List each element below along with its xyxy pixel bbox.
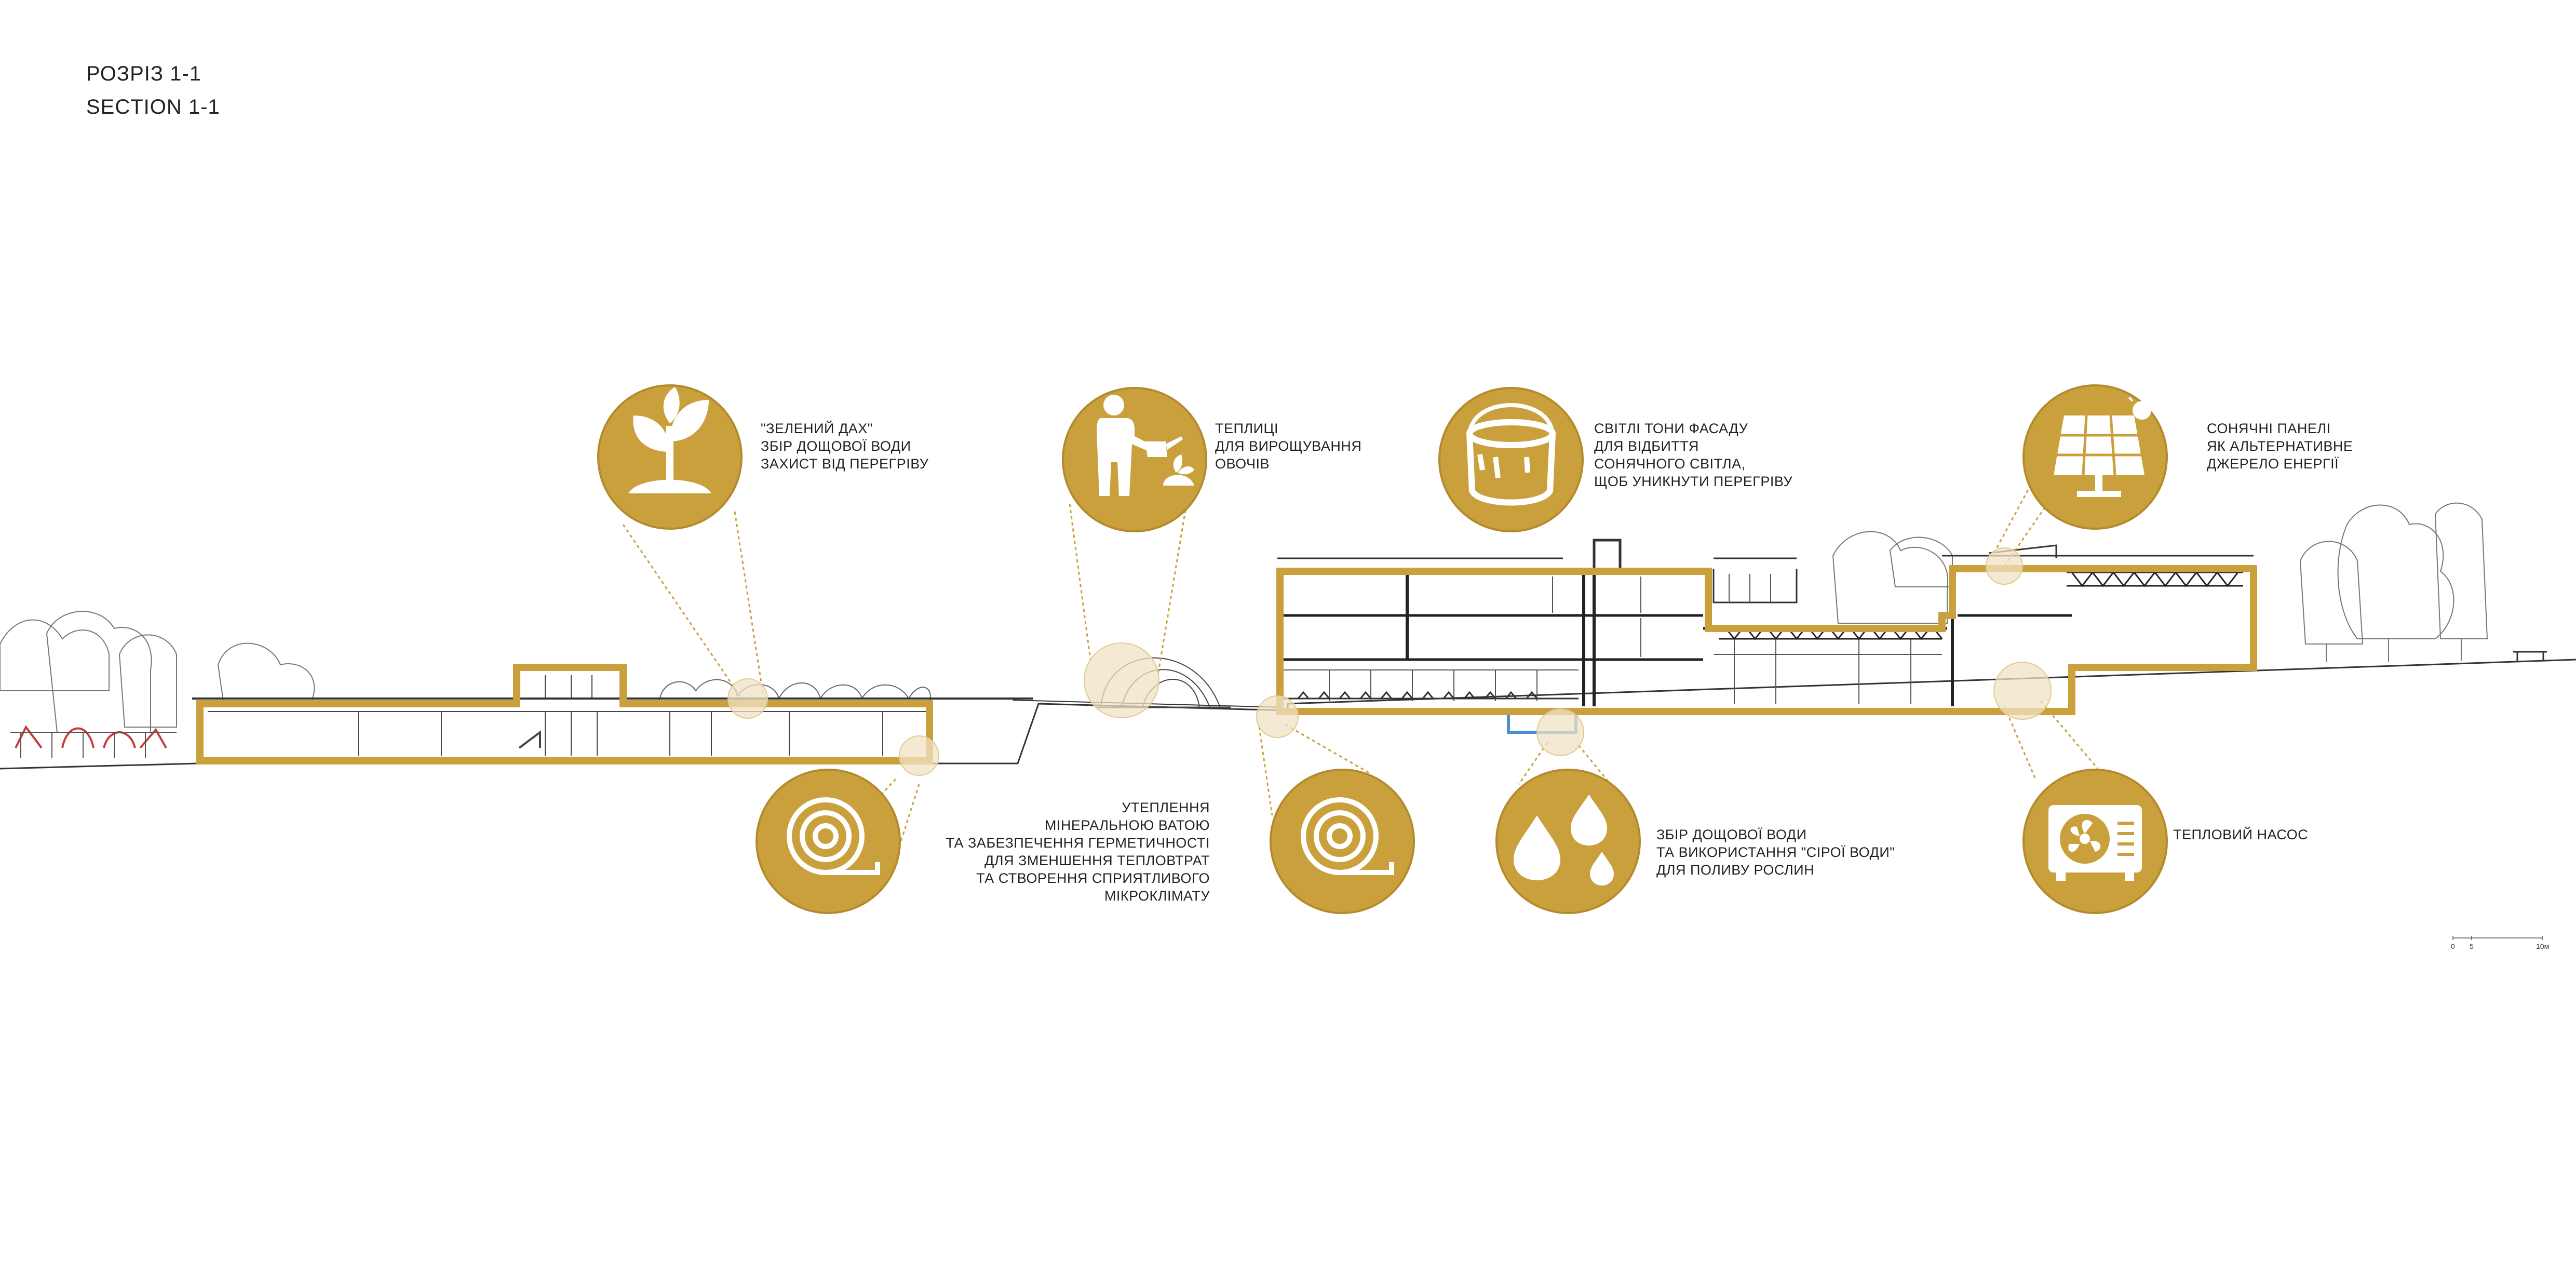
title-block: РОЗРІЗ 1-1 SECTION 1-1 bbox=[86, 57, 220, 124]
green-roof-planting bbox=[659, 679, 931, 704]
scale-end: 10м bbox=[2536, 942, 2550, 950]
title-english: SECTION 1-1 bbox=[86, 96, 220, 118]
bench bbox=[2513, 651, 2547, 661]
roof-truss-right bbox=[2067, 571, 2243, 587]
left-building bbox=[192, 664, 1033, 764]
note-green-roof: "ЗЕЛЕНИЙ ДАХ" ЗБІР ДОЩОВОЇ ВОДИ ЗАХИСТ В… bbox=[761, 421, 929, 472]
note-solar: СОНЯЧНІ ПАНЕЛІ ЯК АЛЬТЕРНАТИВНЕ ДЖЕРЕЛО … bbox=[2207, 421, 2353, 472]
note-facade: СВІТЛІ ТОНИ ФАСАДУ ДЛЯ ВІДБИТТЯ СОНЯЧНОГ… bbox=[1594, 421, 1793, 489]
fence bbox=[10, 732, 177, 758]
gardener-watering-icon bbox=[1097, 395, 1194, 496]
paint-bucket-icon bbox=[1466, 403, 1556, 506]
insulation-roll-icon bbox=[787, 797, 880, 875]
insulation-roll-icon-2 bbox=[1301, 797, 1394, 875]
note-greenhouse: ТЕПЛИЦІ ДЛЯ ВИРОЩУВАННЯ ОВОЧІВ bbox=[1215, 421, 1362, 472]
note-heat-pump: ТЕПЛОВИЙ НАСОС bbox=[2173, 827, 2309, 842]
sprout-icon bbox=[628, 387, 711, 493]
scale-mid: 5 bbox=[2470, 942, 2474, 950]
playground bbox=[15, 725, 167, 749]
right-building bbox=[1276, 539, 2257, 734]
focus-circles bbox=[727, 547, 2052, 776]
right-thermal-envelope bbox=[1276, 565, 2257, 715]
note-insulation: УТЕПЛЕННЯ МІНЕРАЛЬНОЮ ВАТОЮ ТА ЗАБЕЗПЕЧЕ… bbox=[946, 800, 1210, 904]
note-rainwater: ЗБІР ДОЩОВОЇ ВОДИ ТА ВИКОРИСТАННЯ "СІРОЇ… bbox=[1656, 827, 1895, 878]
left-thermal-envelope bbox=[196, 664, 933, 764]
scale-start: 0 bbox=[2451, 942, 2455, 950]
water-drops-icon bbox=[1514, 795, 1614, 886]
heat-pump-icon bbox=[2048, 805, 2142, 881]
title-ukrainian: РОЗРІЗ 1-1 bbox=[86, 62, 201, 85]
solar-panel-icon bbox=[2054, 392, 2160, 497]
scale-bar: 0 5 10м bbox=[2451, 935, 2549, 950]
